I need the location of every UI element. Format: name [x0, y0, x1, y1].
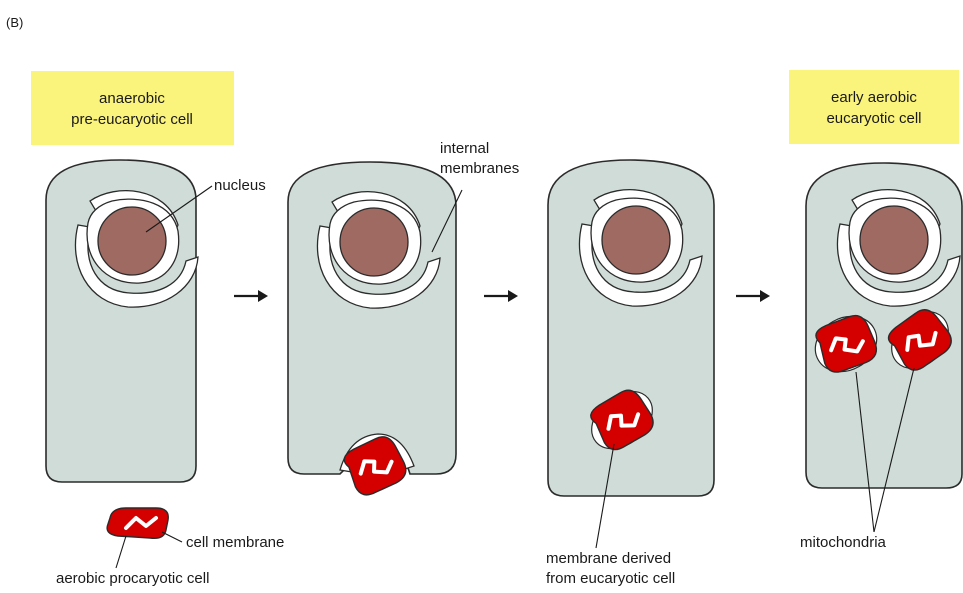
right-title-box-bg — [789, 70, 959, 144]
aerobic-procaryotic-cell-label: aerobic procaryotic cell — [56, 570, 209, 587]
leader-lines — [116, 186, 914, 568]
procaryote-leader — [116, 536, 126, 568]
arrow-right-icon — [234, 290, 268, 302]
left-title-box-bg — [31, 71, 234, 145]
right-title-line1: early aerobic — [831, 89, 917, 106]
right-title-box: early aerobic eucaryotic cell — [789, 70, 959, 144]
aerobic-procaryotic-cell-icon — [107, 508, 168, 538]
cell-membrane-label: cell membrane — [186, 534, 284, 551]
cell-3-internalized — [548, 160, 714, 496]
cell-1-anaerobic — [46, 160, 198, 482]
left-title-line2: pre-eucaryotic cell — [71, 111, 193, 128]
right-title-line2: eucaryotic cell — [826, 110, 921, 127]
panel-label: (B) — [6, 15, 23, 30]
arrow-right-icon — [484, 290, 518, 302]
membrane-derived-label-line1: membrane derived — [546, 550, 671, 567]
internal-membranes-label-line2: membranes — [440, 160, 519, 177]
internal-membranes-label-line1: internal — [440, 140, 489, 157]
arrow-right-icon — [736, 290, 770, 302]
free-procaryote — [107, 508, 168, 538]
nucleus-label: nucleus — [214, 177, 266, 194]
mitochondria-label: mitochondria — [800, 534, 887, 551]
cell-4-aerobic — [805, 163, 962, 488]
cell-membrane-leader — [162, 532, 182, 542]
left-title-box: anaerobic pre-eucaryotic cell — [31, 71, 234, 145]
left-title-line1: anaerobic — [99, 90, 165, 107]
cell-2-engulfing — [288, 162, 456, 504]
membrane-derived-label-line2: from eucaryotic cell — [546, 570, 675, 587]
